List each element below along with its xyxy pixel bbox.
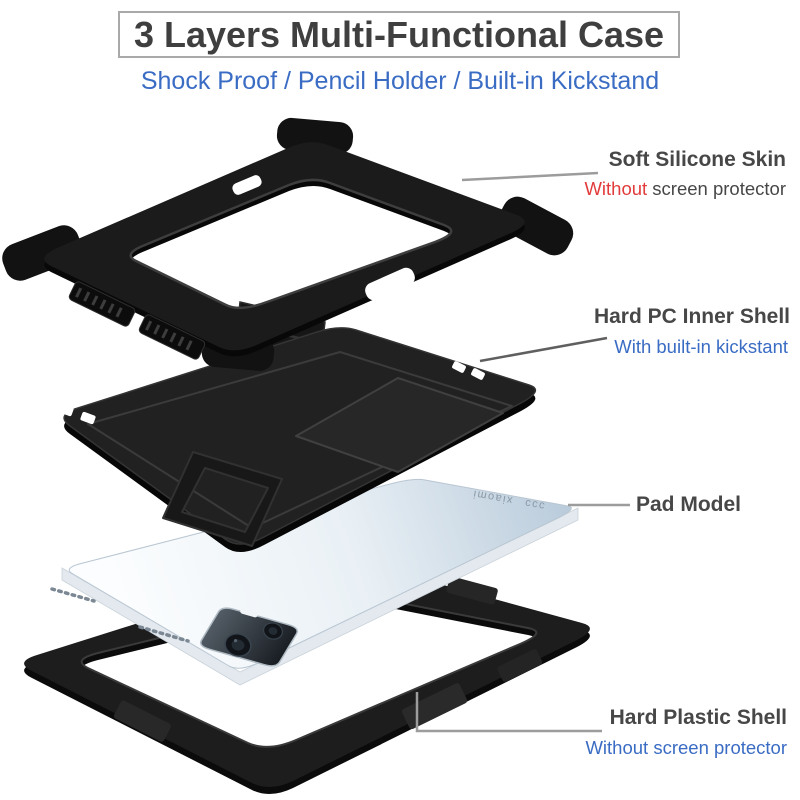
camera-flash (240, 608, 258, 618)
regulatory-marks: ɔɔɔ (523, 496, 546, 511)
corner-bumper (498, 196, 574, 256)
plastic-shell-clip (497, 649, 543, 682)
silicone-skin-layer (2, 117, 574, 371)
callout-silicone-label: Soft Silicone Skin (608, 148, 786, 171)
callout-pad-label: Pad Model (636, 493, 742, 516)
camera-cutout-ring (162, 451, 283, 547)
callout-silicone-sub-rest: screen protector (647, 178, 786, 199)
leader-lines (415, 171, 630, 733)
pc-shell-strap-hole (80, 411, 96, 425)
hand-strap-slot (365, 267, 415, 301)
grip-texture-slot (138, 314, 206, 360)
pc-shell-leader-line (479, 336, 608, 363)
callout-pc-shell-label: Hard PC Inner Shell (593, 305, 790, 328)
callout-plastic-shell-label: Hard Plastic Shell (609, 706, 787, 729)
callout-pc-shell-sub: With built-in kickstant (614, 336, 788, 357)
corner-bumper (2, 225, 82, 281)
silicone-skin-frame (44, 142, 525, 351)
page-title: 3 Layers Multi-Functional Case (133, 13, 665, 55)
camera-module (200, 607, 298, 667)
pad-side-edge (61, 507, 579, 686)
pc-shell-strap-hole (58, 403, 74, 417)
callout-silicone-sub-accent: Without (584, 178, 648, 199)
grip-texture-slot (68, 281, 136, 327)
callout-plastic-shell-sub: Without screen protector (585, 737, 787, 758)
camera-lens-small (263, 622, 283, 640)
title-box: 3 Layers Multi-Functional Case (118, 11, 680, 58)
callout-silicone-sub: Without screen protector (584, 177, 786, 201)
plastic-shell-clip (114, 700, 171, 742)
pc-shell-strap-hole (452, 361, 466, 373)
silicone-leader-line (461, 171, 599, 182)
pc-shell-strap-hole (471, 368, 485, 380)
hand-strap-slot (232, 175, 262, 195)
pad-speaker-dots (50, 587, 190, 643)
camera-lens-large (224, 633, 252, 657)
kickstand-plate (295, 377, 504, 473)
silicone-inner-rim (129, 178, 453, 310)
page-subtitle: Shock Proof / Pencil Holder / Built-in K… (140, 67, 660, 95)
plastic-shell-clip (401, 683, 468, 730)
hard-pc-shell-layer (58, 301, 537, 553)
plastic-shell-clip (446, 576, 498, 605)
pad-layer: ɔɔɔ xiaomi (50, 478, 579, 686)
plastic-shell-leader-line (415, 692, 602, 733)
